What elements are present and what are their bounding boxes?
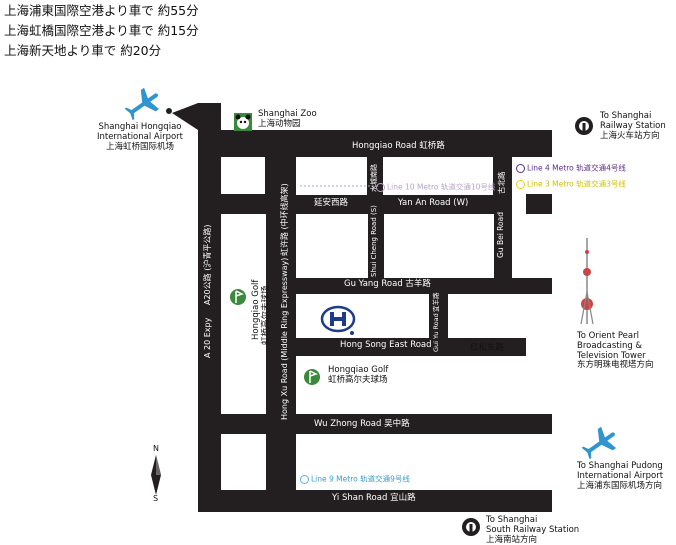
info-line-xintiandi: 上海新天地より車で 約20分 [4, 43, 162, 58]
railway-icon [575, 117, 593, 135]
metro-line10-label: Line 10 Metro 轨道交通10号线 [376, 183, 495, 192]
info-line-hongqiao: 上海虹橋国際空港より車で 約15分 [4, 23, 199, 38]
road-label-a20-expy: A 20 Expy [203, 317, 212, 358]
compass-north: N [153, 444, 159, 453]
road-label-guyu: Gui Yu Road [432, 313, 440, 352]
hongqiao-airport-label: Shanghai Hongqiao International Airport … [96, 122, 184, 152]
metro-line4-label: Line 4 Metro 轨道交通4号线 [516, 164, 626, 173]
road-label-hongsong: Hong Song East Road [340, 340, 432, 350]
road-label-yanan: Yan An Road (W) [398, 198, 469, 208]
south-station-label: To Shanghai South Railway Station 上海南站方向 [486, 515, 580, 545]
road-label-shuicheng: Shui Cheng Road (S) [370, 205, 378, 277]
railway-station-label: To Shanghai Railway Station 上海火车站方向 [600, 111, 666, 141]
metro-icon [300, 475, 309, 484]
panda-icon [234, 113, 252, 131]
road-label-guyu-cn: 宜羊路 [432, 292, 440, 313]
road-label-hongxu: Hong Xu Road (Middle Ring Expressway) [280, 257, 289, 420]
metro-line9-label: Line 9 Metro 轨道交通9号线 [300, 475, 410, 484]
tv-tower-icon [580, 238, 594, 325]
road-label-yishan: Yi Shan Road 宜山路 [332, 493, 416, 503]
railway-icon [462, 518, 480, 536]
metro-icon [516, 180, 525, 189]
metro-icon [376, 183, 385, 192]
airplane-icon [124, 87, 160, 121]
road-label-gubei: Gu Bei Road [496, 212, 505, 258]
road-label-hongxu-cn: 虹许路 (中环线高架) [280, 183, 289, 256]
road-label-guyang: Gu Yang Road 古羊路 [344, 279, 431, 289]
info-line-pudong: 上海浦東国際空港より車で 約55分 [4, 3, 199, 18]
road-label-yanan-cn: 延安西路 [314, 198, 349, 208]
hotel-logo-icon [320, 305, 356, 333]
road-label-hongsong-cn: 红松东路 [470, 343, 505, 353]
pudong-airport-label: To Shanghai Pudong International Airport… [577, 461, 664, 491]
golf-icon [304, 369, 320, 385]
compass-south: S [153, 494, 159, 503]
golf-icon [230, 289, 246, 305]
airplane-icon [581, 426, 617, 460]
pearl-tower-label: To Orient Pearl Broadcasting & Televisio… [577, 331, 654, 371]
metro-icon [516, 164, 525, 173]
golf-label: Hongqiao Golf 虹桥高尔夫球场 [328, 365, 389, 385]
city-blocks [221, 157, 526, 490]
airport-road-dot [166, 108, 172, 114]
road-label-a20: A20公路 (沪青平公路) [203, 224, 212, 305]
road-label-wuzhong: Wu Zhong Road 吴中路 [314, 419, 410, 429]
road-label-gubei-cn: 古北路 [497, 171, 506, 195]
metro-line3-label: Line 3 Metro 轨道交通3号线 [516, 180, 626, 189]
compass-icon [151, 455, 161, 495]
zoo-label: Shanghai Zoo 上海动物园 [258, 109, 317, 129]
golf-vertical-label-cn: 虹桥高尔夫球场 [261, 285, 271, 345]
road-label-hongqiao: Hongqiao Road 虹桥路 [352, 141, 445, 151]
